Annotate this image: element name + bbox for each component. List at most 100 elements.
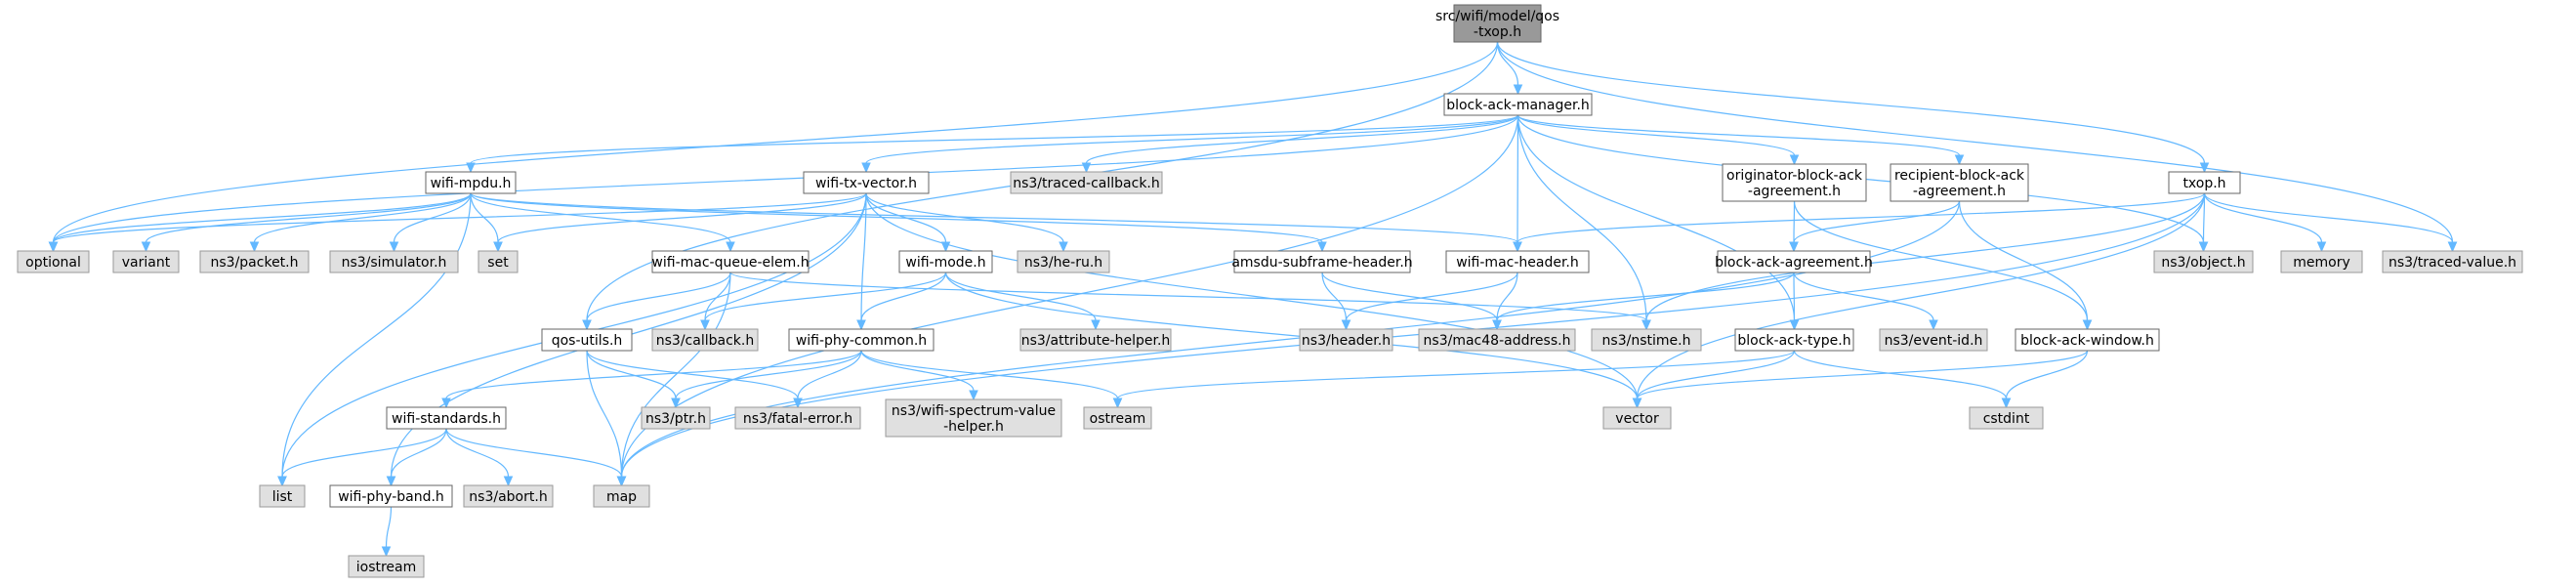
node-wifi-phy-common[interactable]: wifi-phy-common.h [788,328,935,352]
edge-wifi_mpdu-to-packet [249,192,472,253]
node-box [1418,328,1576,352]
node-box [593,484,650,508]
edge-wifi_phy_common-to-spectrum_value_helper [860,350,978,401]
node-box [478,250,519,273]
node-map: map [593,484,650,508]
node-originator-baa[interactable]: originator-block-ack-agreement.h [1722,163,1867,202]
node-qos-utils[interactable]: qos-utils.h [541,328,633,352]
node-box [112,250,180,273]
node-block-ack-type[interactable]: block-ack-type.h [1734,328,1854,352]
node-box [17,250,90,273]
node-label: src/wifi/model/qos [1435,9,1559,24]
node-label: wifi-phy-common.h [796,333,927,349]
edge-wifi_standards-to-wifi_phy_band [386,428,447,487]
node-label: vector [1615,411,1659,427]
node-label: ns3/attribute-helper.h [1021,333,1171,349]
node-label: optional [25,255,81,271]
edge-block_ack_type-to-vector [1632,350,1796,409]
node-box [386,406,507,430]
node-box [885,398,1062,438]
node-wifi-mac-header[interactable]: wifi-mac-header.h [1445,250,1590,273]
node-block-ack-manager[interactable]: block-ack-manager.h [1443,93,1593,116]
node-label: block-ack-type.h [1737,333,1850,349]
edge-wifi_tx_vector-to-he_ru [865,192,1068,253]
node-label: ns3/fatal-error.h [743,411,852,427]
node-label: ns3/event-id.h [1885,333,1983,349]
edge-block_ack_agreement-to-mac48 [1492,272,1795,331]
node-label: wifi-mpdu.h [431,176,512,191]
edge-block_ack_type-to-ostream [1112,350,1796,409]
node-box [1010,171,1163,194]
edge-recipient_baa-to-block_ack_window [1958,200,2093,331]
node-box [1722,163,1867,202]
edge-block_ack_agreement-to-event_id [1793,272,1938,331]
edge-wifi_mpdu-to-list [277,192,472,487]
node-label: memory [2293,255,2350,271]
node-label: ns3/traced-value.h [2389,255,2516,271]
node-ptr: ns3/ptr.h [641,406,711,430]
node-box [651,328,759,352]
node-txop-h-root[interactable]: src/wifi/model/qos-txop.h [1435,4,1559,43]
edge-recipient_baa-to-block_ack_agreement [1789,200,1961,253]
edge-txop_h-to-vector [1632,192,2206,409]
edge-wifi_tx_vector-to-set [493,192,867,253]
node-label: -helper.h [943,419,1004,435]
node-box [1083,406,1152,430]
node-label: wifi-mode.h [905,255,985,271]
edge-txop_h_root-to-txop_h [1496,41,2210,174]
node-block-ack-agreement[interactable]: block-ack-agreement.h [1715,250,1873,273]
node-box [2153,250,2254,273]
edge-block_ack_window-to-cstdint [2001,350,2089,409]
edge-wifi_mpdu-to-variant [141,192,472,253]
node-wifi-mpdu[interactable]: wifi-mpdu.h [425,171,517,194]
node-box [1602,406,1672,430]
node-header: ns3/header.h [1299,328,1393,352]
node-wifi-standards[interactable]: wifi-standards.h [386,406,507,430]
edge-wifi_phy_common-to-ptr [671,350,862,409]
edge-qos_utils-to-ptr [586,350,681,409]
edge-block_ack_manager-to-originator_baa [1517,114,1800,166]
edge-qos_utils-to-fatal_error [586,350,803,409]
node-wifi-phy-band[interactable]: wifi-phy-band.h [329,484,453,508]
node-label: -agreement.h [1748,184,1841,199]
node-wifi-mac-queue-elem[interactable]: wifi-mac-queue-elem.h [651,250,810,273]
node-label: wifi-mac-queue-elem.h [651,255,809,271]
node-event-id: ns3/event-id.h [1879,328,1988,352]
node-box [259,484,306,508]
edge-wifi_phy_band-to-iostream [381,506,393,558]
node-box [1591,328,1702,352]
node-label: ns3/header.h [1302,333,1391,349]
node-box [1017,250,1110,273]
node-label: wifi-tx-vector.h [815,176,917,191]
edge-block_ack_type-to-cstdint [1793,350,2012,409]
node-vector: vector [1602,406,1672,430]
node-label: wifi-mac-header.h [1456,255,1579,271]
edge-block_ack_manager-to-wifi_mpdu [466,114,1519,174]
node-block-ack-window[interactable]: block-ack-window.h [2015,328,2160,352]
node-label: block-ack-agreement.h [1715,255,1873,271]
node-amsdu-subframe[interactable]: amsdu-subframe-header.h [1231,250,1413,273]
node-label: ns3/mac48-address.h [1424,333,1571,349]
node-abort: ns3/abort.h [463,484,554,508]
node-label: wifi-standards.h [392,411,501,427]
node-he-ru: ns3/he-ru.h [1017,250,1110,273]
node-memory: memory [2280,250,2363,273]
node-box [1879,328,1988,352]
node-box [803,171,930,194]
node-traced-callback: ns3/traced-callback.h [1010,171,1163,194]
node-set: set [478,250,519,273]
node-box [329,484,453,508]
node-label: iostream [356,560,417,575]
node-object: ns3/object.h [2153,250,2254,273]
node-ostream: ostream [1083,406,1152,430]
node-recipient-baa[interactable]: recipient-block-ack-agreement.h [1890,163,2029,202]
node-label: -txop.h [1474,24,1521,40]
node-mac48: ns3/mac48-address.h [1418,328,1576,352]
node-wifi-tx-vector[interactable]: wifi-tx-vector.h [803,171,930,194]
edge-block_ack_window-to-vector [1632,350,2089,409]
node-list: list [259,484,306,508]
node-wifi-mode[interactable]: wifi-mode.h [898,250,993,273]
node-callback: ns3/callback.h [651,328,759,352]
node-txop-h[interactable]: txop.h [2168,171,2241,194]
